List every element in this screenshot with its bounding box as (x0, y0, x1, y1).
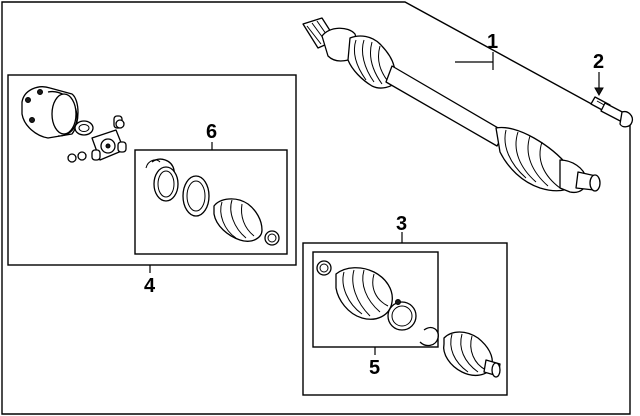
bolt[interactable] (590, 96, 634, 128)
axle-shaft-assembly[interactable] (302, 17, 601, 194)
inner-boot-end-clamp[interactable] (264, 230, 280, 246)
outer-boot-small-clamp[interactable] (316, 260, 332, 276)
callout-1: 1 (487, 31, 498, 53)
tripod-rollers[interactable] (67, 119, 125, 163)
callout-6: 6 (206, 121, 217, 143)
main-frame (1, 1, 631, 415)
outer-boot-large-clamp[interactable] (387, 299, 417, 331)
callout-5: 5 (369, 357, 380, 379)
inner-boot-kit-frame (134, 149, 288, 255)
inner-joint-housing[interactable] (21, 86, 79, 139)
callout-4: 4 (144, 275, 156, 297)
callout-2: 2 (593, 51, 604, 73)
outer-cv-joint[interactable] (443, 331, 501, 378)
inner-boot-large-clamp[interactable] (153, 166, 179, 202)
leader-lines (149, 52, 604, 355)
inner-boot[interactable] (213, 198, 263, 242)
outer-boot[interactable] (335, 267, 393, 320)
inner-joint-snap-ring[interactable] (74, 120, 94, 136)
callout-3: 3 (396, 213, 407, 235)
inner-joint-kit-frame (7, 74, 297, 266)
outer-joint-snap-ring[interactable] (419, 326, 439, 347)
outer-joint-kit-frame (302, 242, 508, 396)
inner-boot-band[interactable] (182, 175, 210, 217)
